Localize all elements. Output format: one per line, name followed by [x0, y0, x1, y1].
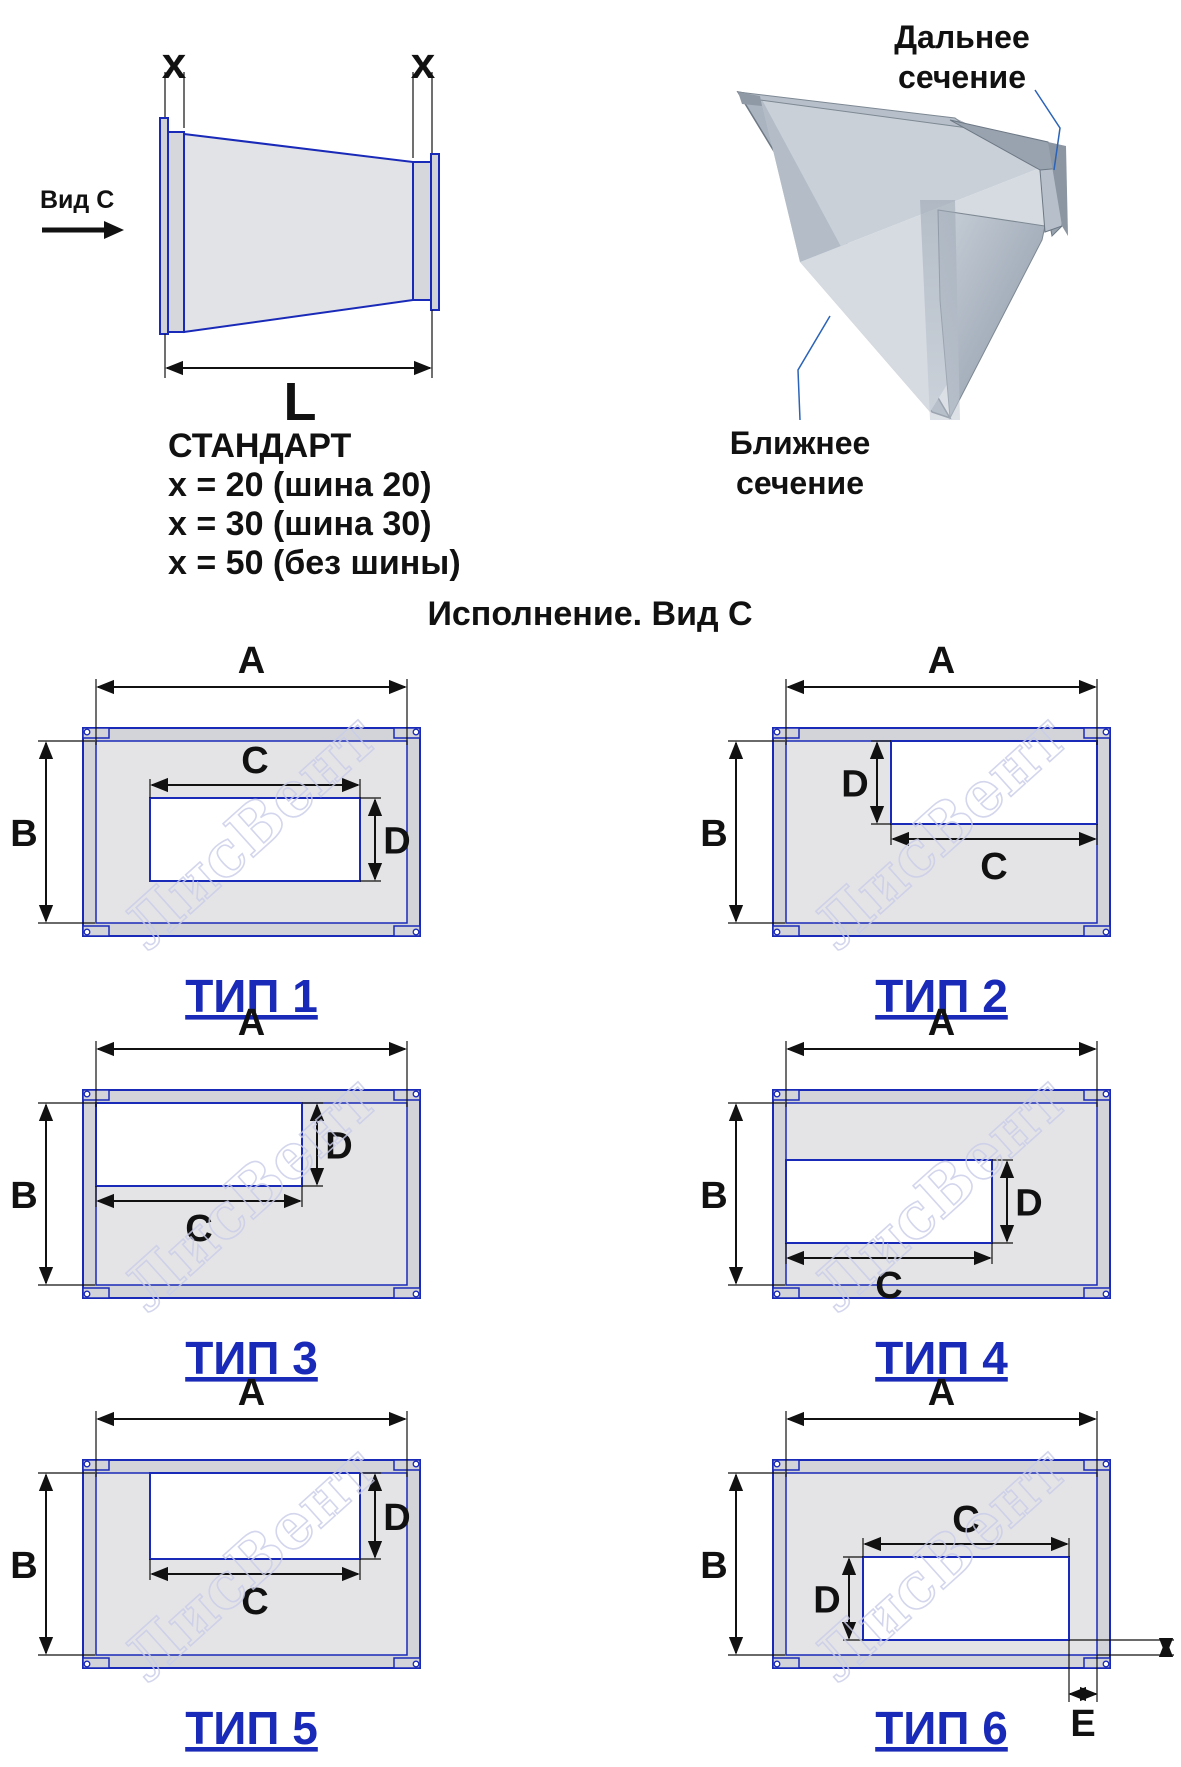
- x-right-label: x: [411, 39, 436, 88]
- dim-e-label: E: [1070, 1703, 1095, 1745]
- bolt-hole-icon: [1102, 1290, 1110, 1298]
- corner-tab: [82, 925, 110, 937]
- dim-a-label: A: [238, 1372, 265, 1414]
- type-label-5: ТИП 5: [185, 1702, 318, 1754]
- type-label-2: ТИП 2: [875, 970, 1008, 1022]
- standard-title: СТАНДАРТ: [168, 427, 351, 465]
- bolt-hole-icon: [1102, 928, 1110, 936]
- bolt-hole-icon: [83, 1290, 91, 1298]
- dim-a-label: A: [928, 1372, 955, 1414]
- dim-b-label: B: [10, 813, 37, 855]
- standard-line-3: x = 50 (без шины): [168, 544, 461, 582]
- corner-tab: [82, 1287, 110, 1299]
- view-c-label: Вид С: [40, 186, 114, 214]
- opening: [785, 1159, 993, 1244]
- corner-tab: [393, 1287, 421, 1299]
- type-label-4: ТИП 4: [875, 1332, 1008, 1384]
- dim-b-label: B: [700, 813, 727, 855]
- dim-d-label: D: [325, 1126, 352, 1168]
- corner-tab: [772, 1287, 800, 1299]
- dim-c-label: C: [875, 1265, 902, 1307]
- dim-c-label: C: [241, 740, 268, 782]
- dim-a-label: A: [928, 640, 955, 682]
- type-label-3: ТИП 3: [185, 1332, 318, 1384]
- bolt-hole-icon: [412, 1290, 420, 1298]
- length-label: L: [284, 372, 317, 432]
- corner-tab: [82, 1657, 110, 1669]
- dim-d-label: D: [383, 821, 410, 863]
- reducer-body: [183, 132, 414, 334]
- dim-c-label: C: [185, 1208, 212, 1250]
- bolt-hole-icon: [773, 1660, 781, 1668]
- bolt-hole-icon: [412, 1660, 420, 1668]
- bolt-hole-icon: [412, 1460, 420, 1468]
- bolt-hole-icon: [83, 728, 91, 736]
- bolt-hole-icon: [412, 1090, 420, 1098]
- corner-tab: [393, 925, 421, 937]
- standard-line-1: x = 20 (шина 20): [168, 466, 432, 504]
- bolt-hole-icon: [83, 1090, 91, 1098]
- dim-d-label: D: [383, 1497, 410, 1539]
- type-panel-6: ABCDFEЛисВентТИП 6: [700, 1372, 1181, 1754]
- bolt-hole-icon: [1102, 1460, 1110, 1468]
- reducer-side-view: x x L Вид С СТАНДАРТ x = 20 (шина 20) x …: [40, 39, 461, 582]
- opening: [149, 1472, 361, 1560]
- bolt-hole-icon: [1102, 728, 1110, 736]
- right-flange: [412, 161, 432, 301]
- corner-tab: [1083, 925, 1111, 937]
- dim-d-label: D: [813, 1580, 840, 1622]
- dim-a-label: A: [928, 1002, 955, 1044]
- type-label-6: ТИП 6: [875, 1702, 1008, 1754]
- view-arrow-icon: [104, 221, 124, 239]
- bolt-hole-icon: [1102, 1090, 1110, 1098]
- bolt-hole-icon: [83, 1660, 91, 1668]
- opening: [862, 1556, 1070, 1641]
- dim-b-label: B: [700, 1545, 727, 1587]
- bolt-hole-icon: [773, 928, 781, 936]
- bolt-hole-icon: [412, 928, 420, 936]
- dim-d-label: D: [1015, 1183, 1042, 1225]
- reducer-3d-view: Дальнее сечение Ближнее сечение: [730, 19, 1068, 501]
- corner-tab: [772, 1657, 800, 1669]
- dim-c-label: C: [952, 1499, 979, 1541]
- opening: [95, 1102, 303, 1187]
- corner-tab: [772, 925, 800, 937]
- section-title: Исполнение. Вид С: [427, 595, 752, 633]
- dim-b-label: B: [10, 1175, 37, 1217]
- bolt-hole-icon: [773, 1290, 781, 1298]
- x-left-label: x: [162, 39, 187, 88]
- left-flange: [159, 117, 169, 335]
- dim-c-label: C: [980, 846, 1007, 888]
- bolt-hole-icon: [773, 1090, 781, 1098]
- type-label-1: ТИП 1: [185, 970, 318, 1022]
- opening: [890, 740, 1098, 825]
- dim-d-label: D: [841, 764, 868, 806]
- dim-c-label: C: [241, 1581, 268, 1623]
- bolt-hole-icon: [83, 1460, 91, 1468]
- far-section-label-1: Дальнее: [894, 19, 1030, 55]
- dim-a-label: A: [238, 1002, 265, 1044]
- corner-tab: [1083, 1287, 1111, 1299]
- bolt-hole-icon: [83, 928, 91, 936]
- bolt-hole-icon: [412, 728, 420, 736]
- standard-line-2: x = 30 (шина 30): [168, 505, 432, 543]
- bolt-hole-icon: [773, 728, 781, 736]
- bolt-hole-icon: [1102, 1660, 1110, 1668]
- dim-b-label: B: [10, 1545, 37, 1587]
- near-section-label-2: сечение: [736, 465, 864, 501]
- near-section-label-1: Ближнее: [730, 425, 871, 461]
- corner-tab: [393, 1657, 421, 1669]
- opening: [149, 797, 361, 882]
- bolt-hole-icon: [773, 1460, 781, 1468]
- far-section-label-2: сечение: [898, 59, 1026, 95]
- dim-b-label: B: [700, 1175, 727, 1217]
- dim-a-label: A: [238, 640, 265, 682]
